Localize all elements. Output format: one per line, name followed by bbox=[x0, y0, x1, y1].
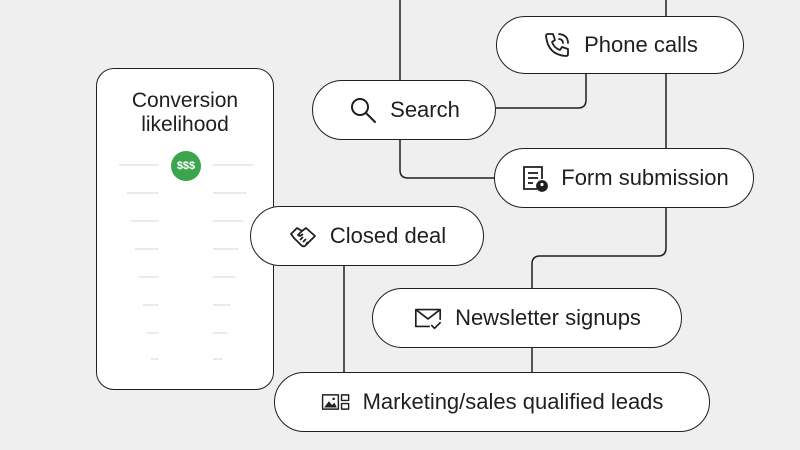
dollar-badge: $$$ bbox=[171, 151, 201, 181]
newsletter-signups-label: Newsletter signups bbox=[455, 305, 641, 330]
node-newsletter-signups: Newsletter signups bbox=[372, 288, 682, 348]
image-grid-icon bbox=[321, 387, 351, 417]
connector-form-to-newsletter bbox=[531, 208, 667, 288]
node-closed-deal: Closed deal bbox=[250, 206, 484, 266]
phone-icon bbox=[542, 30, 572, 60]
node-form-submission: Form submission bbox=[494, 148, 754, 208]
connector-search-to-phone bbox=[496, 72, 587, 109]
closed-deal-label: Closed deal bbox=[329, 223, 447, 248]
node-qualified-leads: Marketing/sales qualified leads bbox=[274, 372, 710, 432]
card-title: Conversion likelihood bbox=[97, 89, 273, 137]
node-search: Search bbox=[312, 80, 496, 140]
connector-search-to-form bbox=[399, 140, 494, 179]
card-title-line1: Conversion bbox=[131, 89, 239, 112]
conversion-likelihood-card: Conversion likelihood $$$ bbox=[96, 68, 274, 390]
phone-calls-label: Phone calls bbox=[584, 32, 698, 57]
qualified-leads-label: Marketing/sales qualified leads bbox=[362, 389, 664, 414]
form-submission-label: Form submission bbox=[561, 165, 729, 190]
handshake-icon bbox=[288, 221, 318, 251]
search-label: Search bbox=[390, 97, 460, 122]
magnifier-icon bbox=[348, 95, 378, 125]
card-title-line2: likelihood bbox=[141, 113, 229, 136]
form-user-icon bbox=[519, 163, 549, 193]
mail-check-icon bbox=[413, 303, 443, 333]
likelihood-meter bbox=[119, 164, 253, 370]
node-phone-calls: Phone calls bbox=[496, 16, 744, 74]
